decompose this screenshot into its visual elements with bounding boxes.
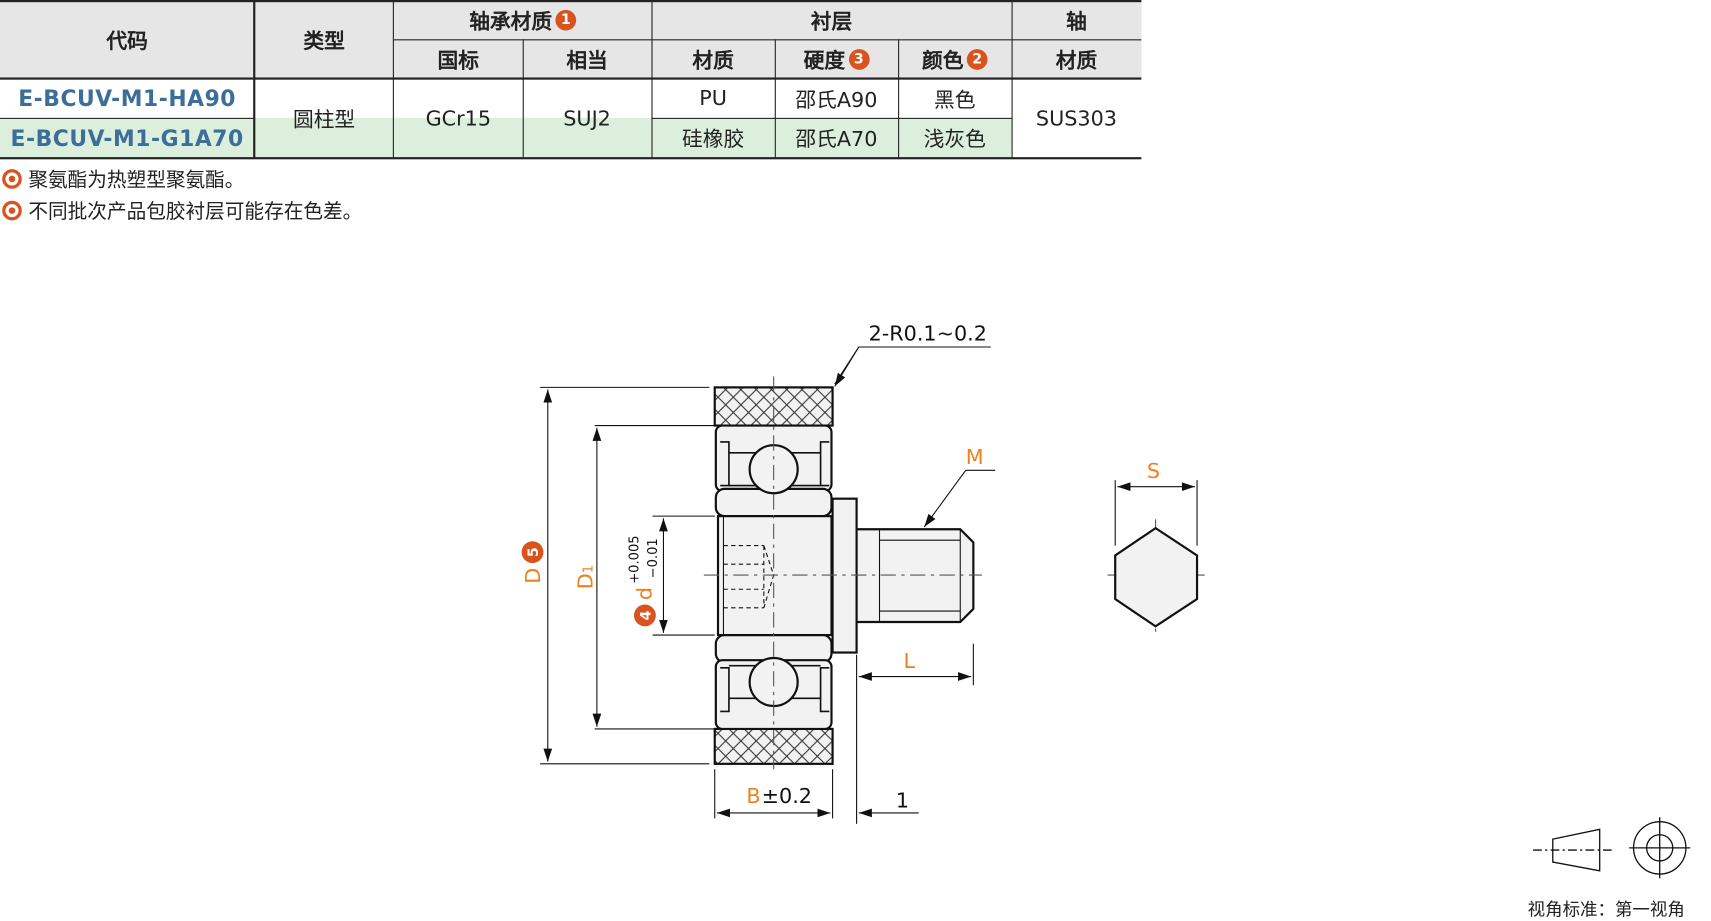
label-one: 1	[896, 788, 909, 812]
divider	[0, 0, 1142, 3]
badge: 1	[555, 9, 577, 31]
header-shaft-material: 材质	[1011, 39, 1142, 79]
label-S: S	[1147, 459, 1160, 483]
header-shaft: 轴	[1011, 0, 1142, 40]
divider	[651, 117, 1012, 119]
label-L: L	[904, 649, 916, 673]
divider	[1011, 0, 1013, 159]
divider	[0, 77, 1142, 80]
label-B: B	[746, 784, 760, 808]
divider	[253, 0, 256, 159]
flange	[831, 497, 858, 654]
label-B-tol: ±0.2	[762, 784, 812, 808]
badge: 3	[848, 48, 870, 70]
cell-color: 黑色	[934, 87, 976, 112]
header-code: 代码	[0, 0, 255, 79]
label-D: D	[521, 568, 545, 584]
divider	[0, 157, 1142, 160]
badge-d: 4	[638, 610, 654, 620]
badge-D: 5	[526, 547, 542, 557]
cell-color: 浅灰色	[923, 127, 986, 152]
header-lining-material: 材质	[651, 39, 775, 79]
cell-lining-material: 硅橡胶	[681, 127, 745, 152]
label-M: M	[966, 445, 984, 469]
divider	[651, 0, 653, 159]
header-lining: 衬层	[651, 0, 1012, 40]
cell-shaft-material: SUS303	[1035, 106, 1117, 131]
shaft	[855, 528, 975, 624]
badge: 2	[966, 48, 988, 70]
cell-hardness: 邵氏A70	[795, 127, 878, 152]
bullet-icon	[2, 200, 22, 221]
header-type: 类型	[254, 0, 394, 79]
label-d: d	[632, 587, 656, 600]
tol-lower: −0.01	[646, 538, 661, 578]
radius-note: 2-R0.1~0.2	[869, 321, 987, 345]
row-highlight	[0, 117, 1012, 159]
divider	[522, 39, 524, 159]
tol-upper: +0.005	[627, 535, 642, 583]
row-code[interactable]: E-BCUV-M1-G1A70	[10, 124, 244, 152]
cell-type: 圆柱型	[292, 108, 356, 133]
cell-hardness: 邵氏A90	[795, 87, 878, 112]
divider	[651, 39, 1142, 41]
header-equivalent: 相当	[522, 39, 652, 79]
view-standard-label: 视角标准：第一视角	[1527, 899, 1685, 920]
divider	[0, 117, 255, 119]
divider	[774, 39, 776, 159]
cell-lining-material: PU	[699, 86, 727, 111]
label-D1: D1	[574, 565, 598, 589]
first-angle-projection-icon	[1533, 817, 1691, 879]
cell-gb: GCr15	[425, 106, 492, 131]
header-gb: 国标	[393, 39, 523, 79]
hex-end-view	[1114, 526, 1199, 628]
note-1: 聚氨酯为热塑型聚氨酯。	[2, 165, 244, 193]
divider	[393, 39, 652, 41]
divider	[898, 39, 900, 159]
row-code[interactable]: E-BCUV-M1-HA90	[18, 85, 237, 112]
divider	[392, 0, 394, 159]
note-2: 不同批次产品包胶衬层可能存在色差。	[2, 196, 362, 224]
cell-equivalent: SUJ2	[563, 106, 611, 131]
bullet-icon	[2, 169, 22, 189]
